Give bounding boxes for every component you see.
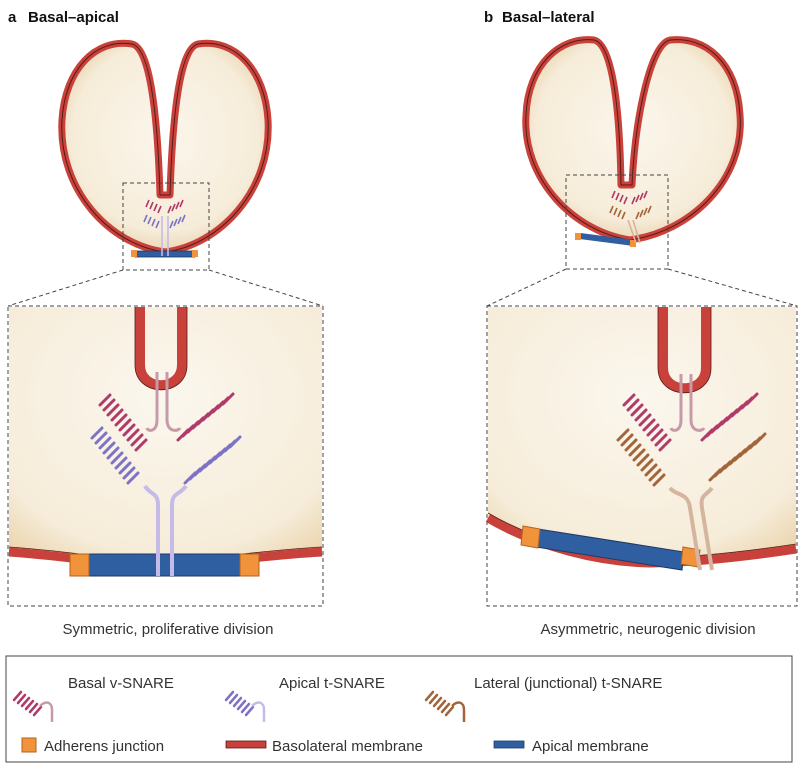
cell-a-junction-left xyxy=(131,250,137,257)
panel-a-title: Basal–apical xyxy=(28,9,119,26)
cell-a-junction-right xyxy=(192,250,198,257)
panel-b-caption: Asymmetric, neurogenic division xyxy=(540,621,755,638)
panel-a-caption: Symmetric, proliferative division xyxy=(63,621,274,638)
legend-basal-vsnare-label: Basal v-SNARE xyxy=(68,675,174,692)
panel-b-title: Basal–lateral xyxy=(502,9,595,26)
panel-b: b Basal–lateral xyxy=(484,9,797,638)
panel-b-letter: b xyxy=(484,9,493,26)
legend-apical-tsnare-label: Apical t-SNARE xyxy=(279,675,385,692)
cell-a-overview xyxy=(62,43,268,257)
legend: Basal v-SNARE Apical t-SNARE Lateral (ju… xyxy=(6,656,792,762)
zoom-panel-a xyxy=(8,306,323,606)
legend-adherens-junction-label: Adherens junction xyxy=(44,738,164,755)
legend-basolateral-membrane-swatch xyxy=(226,741,266,748)
cell-b-overview xyxy=(526,40,741,247)
zoom-b-junction-left xyxy=(521,526,540,548)
legend-apical-membrane-label: Apical membrane xyxy=(532,738,649,755)
panel-a-letter: a xyxy=(8,9,17,26)
legend-adherens-junction-swatch xyxy=(22,738,36,752)
cell-b-body xyxy=(526,40,741,240)
zoom-a-junction-right xyxy=(240,554,259,576)
legend-basolateral-membrane-label: Basolateral membrane xyxy=(272,738,423,755)
zoom-panel-b xyxy=(487,306,797,606)
zoom-a-apical-membrane xyxy=(88,554,241,576)
zoom-a-junction-left xyxy=(70,554,89,576)
cell-a-body xyxy=(62,43,268,252)
legend-lateral-tsnare-label: Lateral (junctional) t-SNARE xyxy=(474,675,662,692)
cell-b-junction-left xyxy=(575,233,581,240)
cell-a-apical-membrane xyxy=(135,251,195,257)
legend-apical-membrane-swatch xyxy=(494,741,524,748)
panel-a: a Basal–apical xyxy=(8,9,323,638)
